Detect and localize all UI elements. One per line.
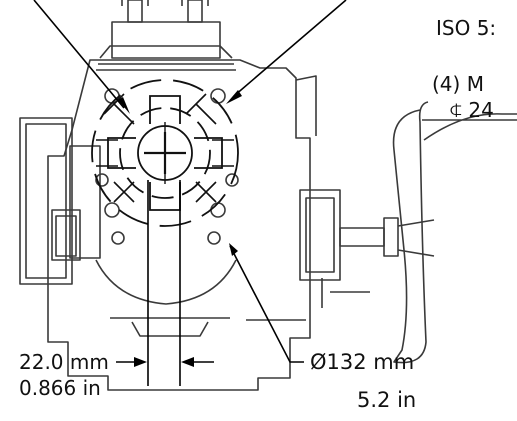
dimension-lines xyxy=(33,0,347,386)
bolt-count-label: (4) M xyxy=(432,72,484,96)
bolt-depth-label: ⍧ 24 xyxy=(450,98,494,122)
bolt-circle-outer xyxy=(91,79,239,227)
flange-detail xyxy=(91,79,239,227)
housing-body xyxy=(19,59,370,391)
side-pad-left xyxy=(19,117,73,285)
pcd-mm-label: Ø132 mm xyxy=(310,350,415,374)
iso-flange-label: ISO 5: xyxy=(436,16,497,40)
bore-width-in-label: 0.866 in xyxy=(19,376,101,400)
arrowheads xyxy=(118,90,242,367)
diameter-leader xyxy=(229,245,304,363)
leader-right xyxy=(233,0,347,97)
handwheel xyxy=(339,101,517,364)
bolt-circle-inner xyxy=(119,107,211,199)
pcd-in-label: 5.2 in xyxy=(357,388,417,412)
top-fittings xyxy=(99,0,233,59)
bore-width-mm-label: 22.0 mm xyxy=(19,350,109,374)
center-crosshair xyxy=(144,132,186,174)
gearbox-right xyxy=(299,189,341,281)
leader-left xyxy=(33,0,125,109)
